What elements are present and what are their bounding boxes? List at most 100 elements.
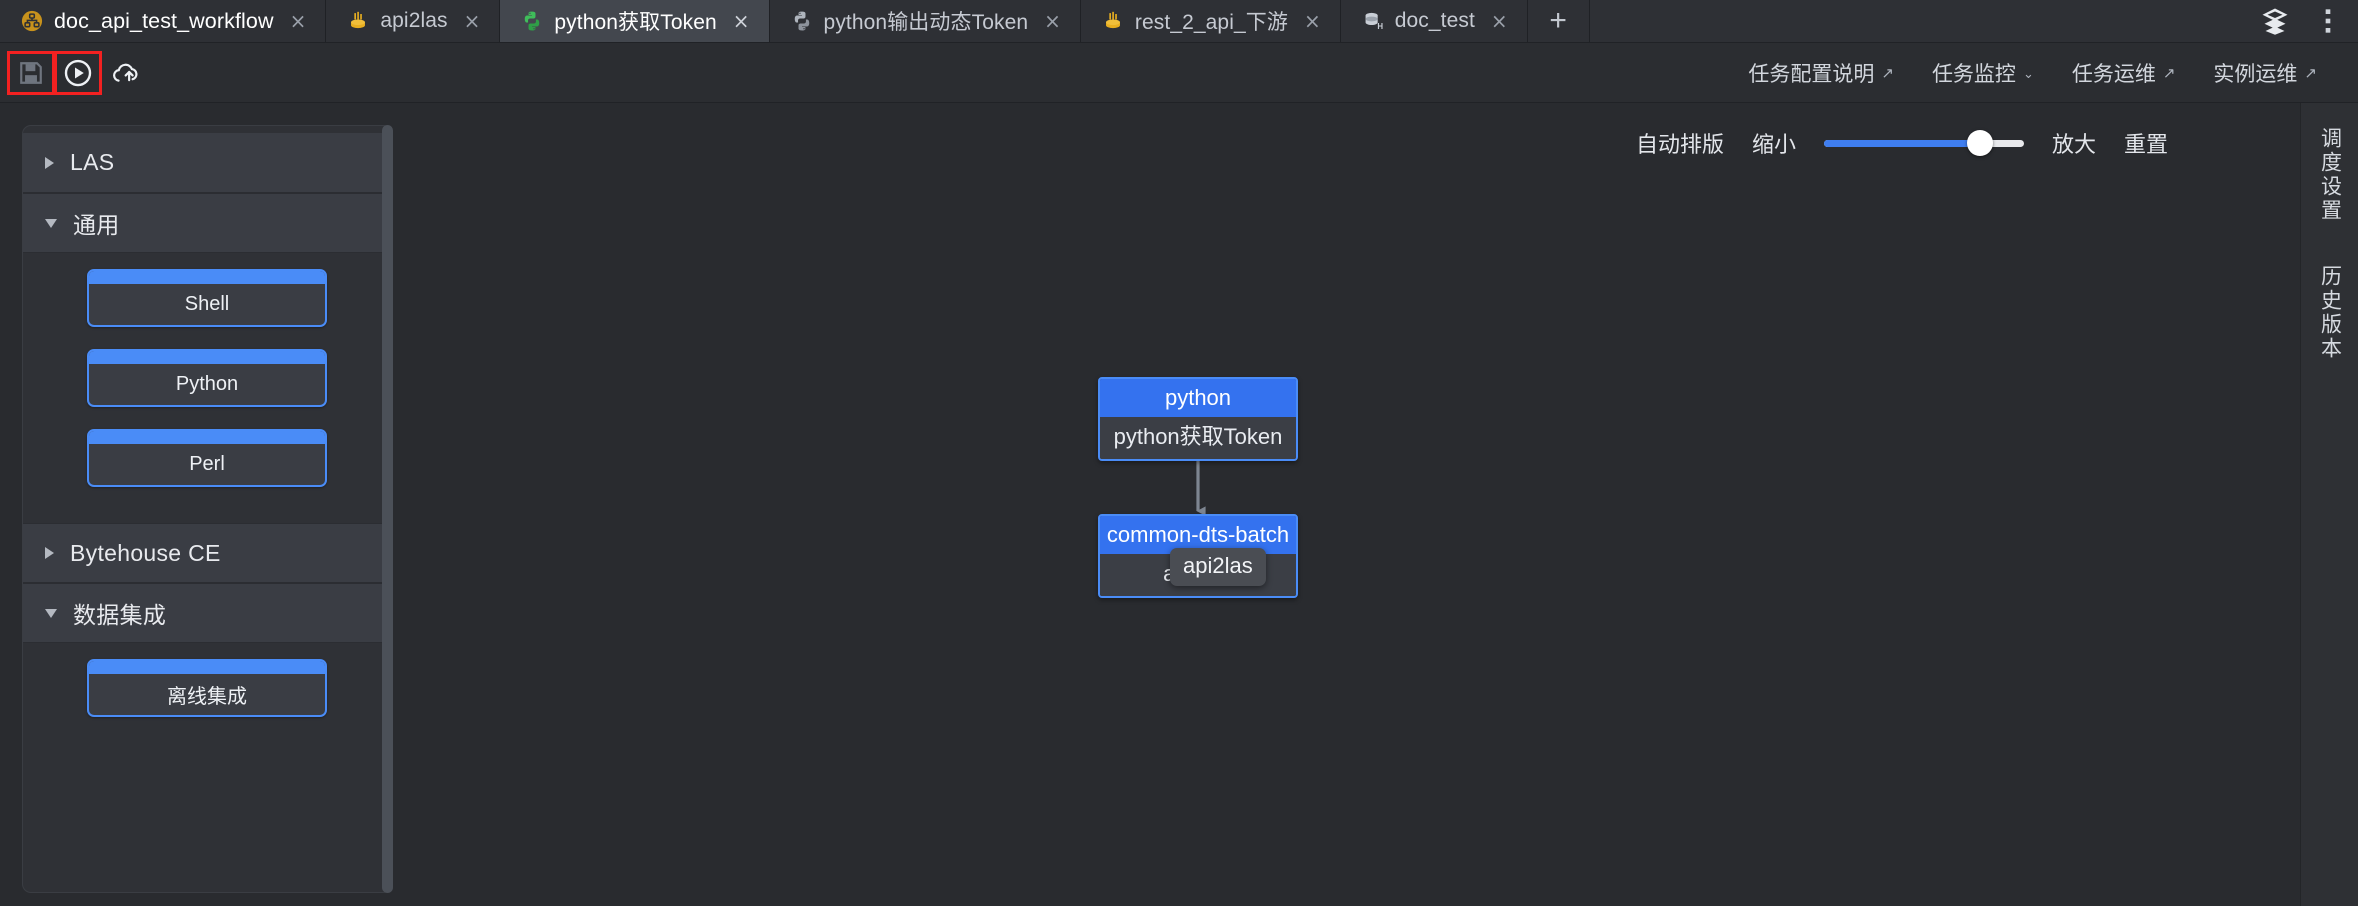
node-card-bar xyxy=(89,351,325,364)
graph-node-name: api2las xyxy=(1100,554,1296,596)
svg-text:H: H xyxy=(1377,22,1383,31)
canvas-zoom-controls: 自动排版 缩小 放大 重置 xyxy=(1636,127,2168,159)
node-card-label: Perl xyxy=(189,453,225,475)
palette-node-Python[interactable]: Python xyxy=(87,349,327,407)
tab-rest_2_api_下游[interactable]: rest_2_api_下游 × xyxy=(1081,0,1341,42)
tab-doc_api_test_workflow[interactable]: doc_api_test_workflow × xyxy=(0,0,327,42)
close-icon[interactable]: × xyxy=(463,9,481,33)
triangle-down-icon xyxy=(45,218,57,228)
zoom-slider[interactable] xyxy=(1823,130,2024,156)
tab-python输出动态Token[interactable]: python输出动态Token× xyxy=(770,0,1081,42)
edge-layer xyxy=(1196,444,1206,516)
new-tab-button[interactable]: + xyxy=(1528,0,1590,42)
tab-list: doc_api_test_workflow×api2las×python获取To… xyxy=(0,0,1528,42)
tab-bar: doc_api_test_workflow×api2las×python获取To… xyxy=(0,0,2358,43)
tab-label: api2las xyxy=(380,9,448,32)
palette-section-LAS[interactable]: LAS xyxy=(23,133,391,193)
tab-bar-filler xyxy=(1590,0,2242,42)
node-card-bar xyxy=(89,661,325,674)
tab-label: python获取Token xyxy=(554,11,717,34)
palette-section-title: 通用 xyxy=(73,212,120,238)
close-icon[interactable]: × xyxy=(1044,9,1061,33)
palette-scrollbar[interactable] xyxy=(382,125,393,893)
reset-zoom-button[interactable]: 重置 xyxy=(2123,132,2168,157)
palette-section-title: Bytehouse CE xyxy=(70,539,221,566)
rail-item-调度设置[interactable]: 调度设置 xyxy=(2318,127,2342,223)
node-card-label: Shell xyxy=(184,293,230,315)
cloud-upload-button[interactable] xyxy=(104,54,146,92)
node-card-bar xyxy=(89,271,325,284)
palette-node-Shell[interactable]: Shell xyxy=(87,269,327,327)
menu-label: 任务监控 xyxy=(1931,62,2016,86)
tab-label: doc_test xyxy=(1394,9,1475,32)
layers-icon[interactable] xyxy=(2260,7,2290,35)
zoom-slider-thumb[interactable] xyxy=(1966,130,1993,156)
node-card-bar xyxy=(89,431,325,444)
palette-scrollbar-thumb[interactable] xyxy=(382,125,393,893)
zoom-slider-fill xyxy=(1823,139,1980,147)
menu-任务运维[interactable]: 任务运维 ↗ xyxy=(2053,52,2195,94)
close-icon[interactable]: × xyxy=(732,9,750,33)
triangle-right-icon xyxy=(45,156,54,169)
node-card-label: Python xyxy=(175,373,239,395)
close-icon[interactable]: × xyxy=(1490,9,1508,33)
menu-label: 任务配置说明 xyxy=(1748,62,1875,86)
tab-label: doc_api_test_workflow xyxy=(54,8,274,33)
palette-section-数据集成[interactable]: 数据集成 xyxy=(23,583,391,643)
graph-node-type: common-dts-batch xyxy=(1100,516,1296,555)
zoom-in-button[interactable]: 放大 xyxy=(2051,132,2096,157)
graph-node-type: python xyxy=(1100,379,1296,418)
palette-section-Bytehouse CE[interactable]: Bytehouse CE xyxy=(23,523,391,583)
close-icon[interactable]: × xyxy=(289,9,307,33)
toolbar-actions xyxy=(0,50,146,95)
external-link-icon: ↗ xyxy=(2304,64,2317,82)
toolbar-menus: 任务配置说明 ↗ 任务监控 ⌄ 任务运维 ↗ 实例运维 ↗ xyxy=(1729,52,2358,94)
close-icon[interactable]: × xyxy=(1303,9,1321,33)
auto-layout-button[interactable]: 自动排版 xyxy=(1635,132,1724,157)
more-vertical-icon[interactable] xyxy=(2324,7,2332,35)
node-card-label: 离线集成 xyxy=(167,686,247,708)
save-button[interactable] xyxy=(7,50,55,95)
external-link-icon: ↗ xyxy=(1881,64,1894,82)
main-toolbar: 任务配置说明 ↗ 任务监控 ⌄ 任务运维 ↗ 实例运维 ↗ xyxy=(0,43,2358,103)
external-link-icon: ↗ xyxy=(2162,64,2176,82)
tab-python获取Token[interactable]: python获取Token × xyxy=(500,0,770,42)
palette-section-title: 数据集成 xyxy=(73,602,167,628)
palette-section-title: LAS xyxy=(70,149,115,175)
integration-icon xyxy=(1102,10,1124,32)
triangle-right-icon xyxy=(45,547,54,559)
triangle-down-icon xyxy=(45,608,57,618)
workflow-icon xyxy=(21,10,43,32)
python-icon xyxy=(521,10,543,32)
menu-任务监控[interactable]: 任务监控 ⌄ xyxy=(1913,52,2053,94)
zoom-out-button[interactable]: 缩小 xyxy=(1751,132,1796,157)
graph-node-name: python获取Token xyxy=(1100,417,1296,459)
tab-label: rest_2_api_下游 xyxy=(1134,11,1288,34)
tab-api2las[interactable]: api2las × xyxy=(326,0,501,42)
run-button[interactable] xyxy=(54,50,102,95)
integration-icon xyxy=(347,10,369,32)
menu-任务配置说明[interactable]: 任务配置说明 ↗ xyxy=(1729,52,1913,94)
menu-label: 实例运维 xyxy=(2213,62,2298,86)
python-grey-icon xyxy=(791,10,813,32)
palette-section-通用[interactable]: 通用 xyxy=(23,193,391,253)
menu-实例运维[interactable]: 实例运维 ↗ xyxy=(2194,52,2336,94)
rail-item-历史版本[interactable]: 历史版本 xyxy=(2318,265,2342,361)
chevron-down-icon: ⌄ xyxy=(2022,65,2034,81)
workflow-canvas[interactable]: 自动排版 缩小 放大 重置 xyxy=(404,103,2300,906)
palette-node-离线集成[interactable]: 离线集成 xyxy=(87,659,327,717)
right-side-rail: 调度设置历史版本 xyxy=(2300,103,2358,906)
database-icon: H xyxy=(1362,10,1384,32)
menu-label: 任务运维 xyxy=(2071,62,2156,86)
palette-node-Perl[interactable]: Perl xyxy=(87,429,327,487)
